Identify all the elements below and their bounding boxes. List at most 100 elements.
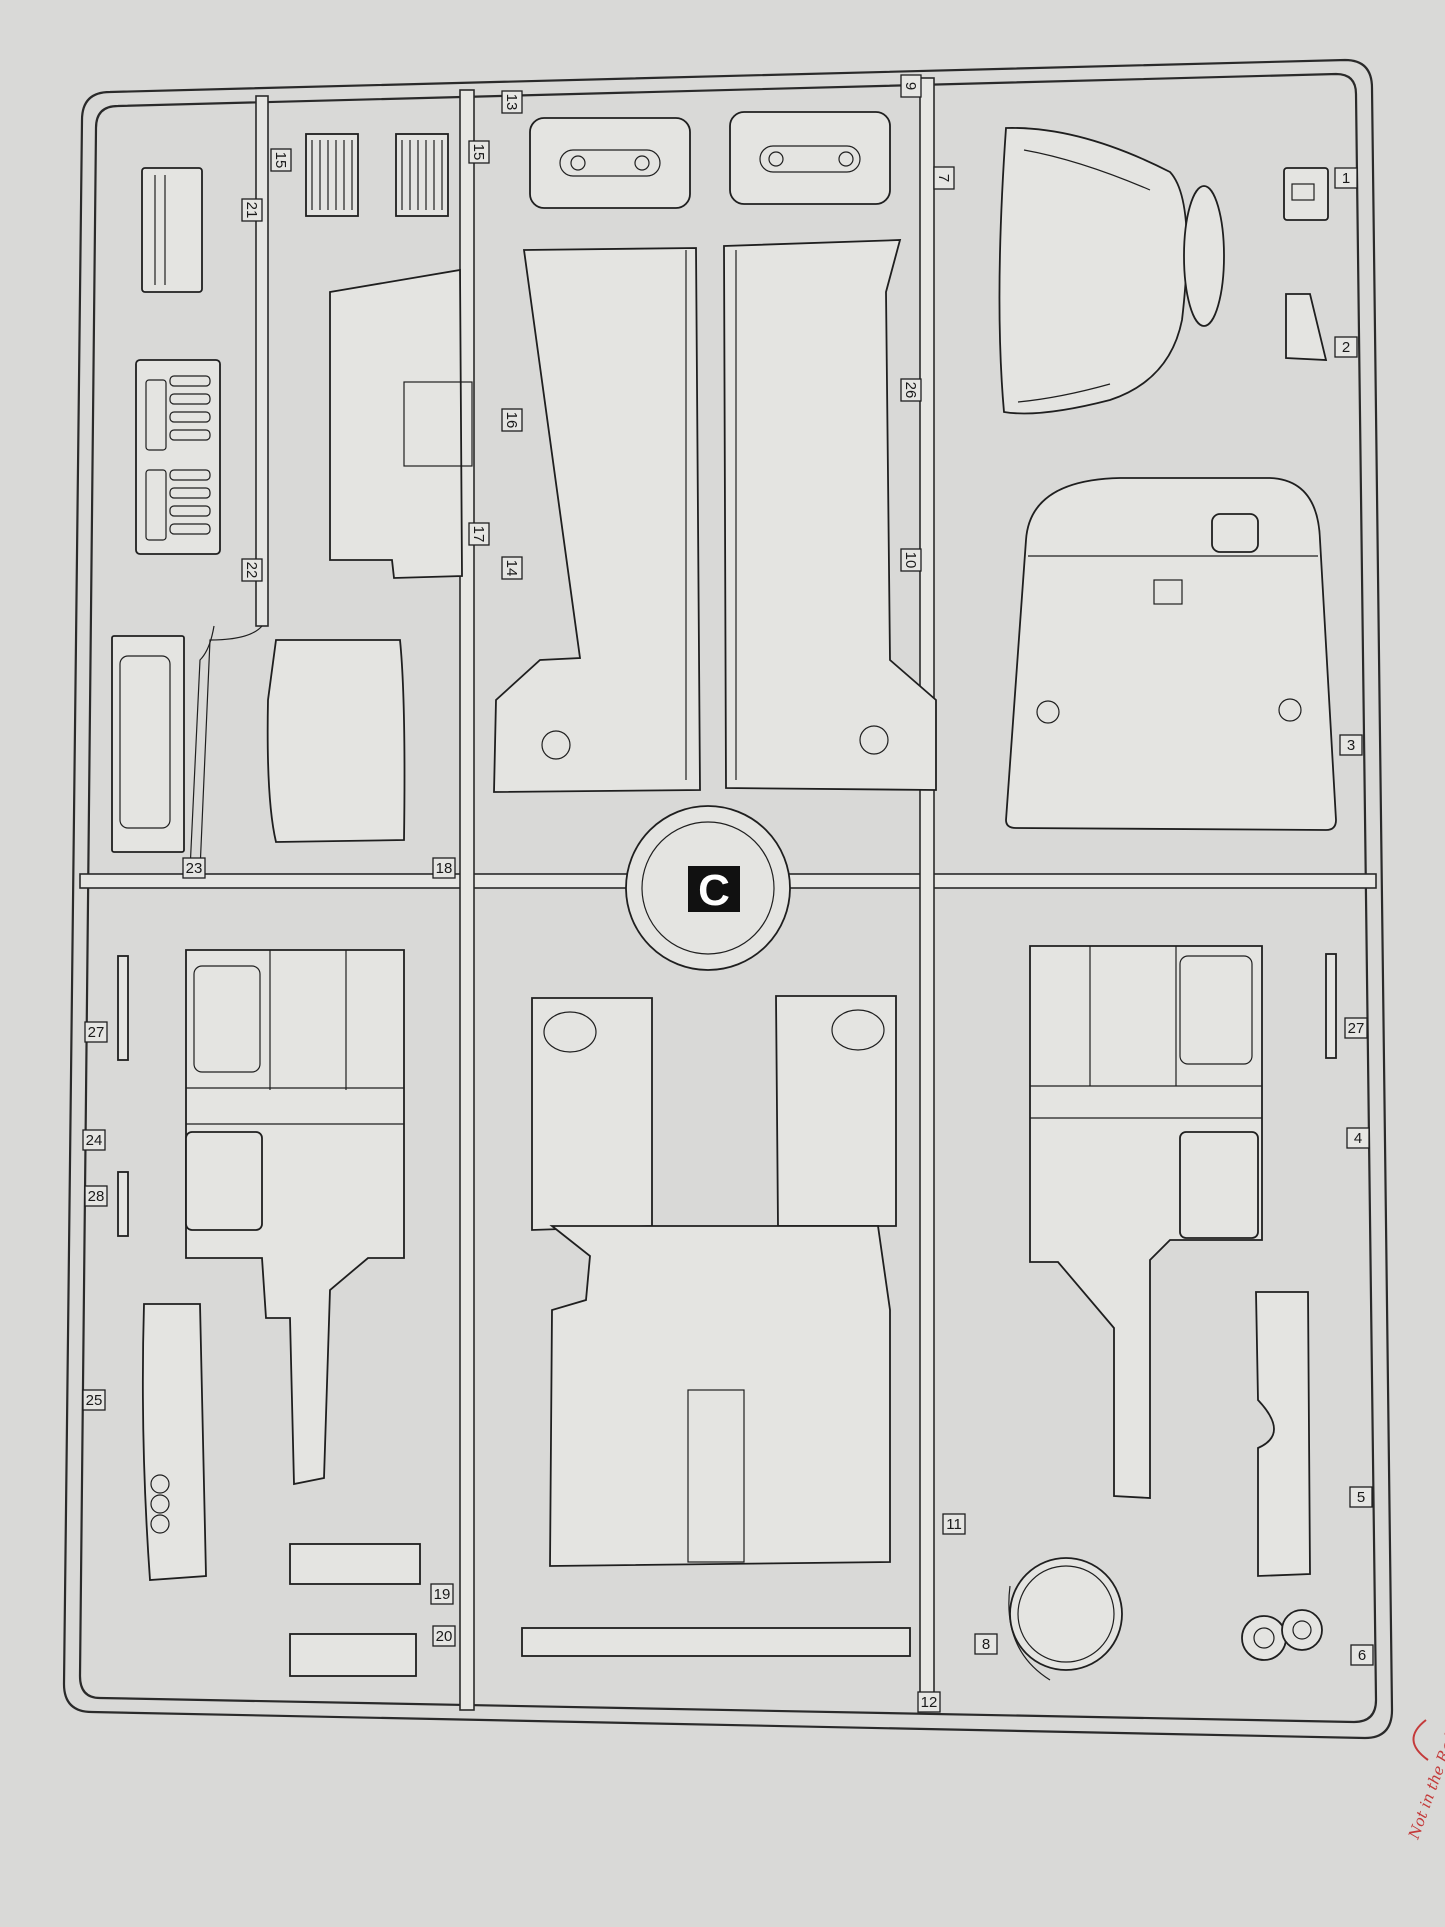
part-24-window [185, 1131, 263, 1231]
part-number-tag-box [241, 558, 263, 582]
part-24-door-left [185, 949, 405, 1486]
part-number-tag-box [468, 522, 490, 546]
part-number-tag-box [1334, 336, 1358, 358]
sprue-letter-badge [688, 866, 740, 912]
part-3-box [1211, 513, 1259, 553]
part-number-label: 4 [1354, 1130, 1362, 1147]
part-number-tag-box [501, 408, 523, 432]
part-number-label: 22 [243, 562, 260, 579]
part-number-label: 17 [470, 526, 487, 543]
part-12-bar [521, 1627, 911, 1657]
part-number-tag-box [430, 1583, 454, 1605]
part-11-floorpan [549, 1225, 891, 1567]
part-number-tag-box [1334, 167, 1358, 189]
part-number-tag-box [942, 1513, 966, 1535]
part-number-tag-box [501, 90, 523, 114]
part-number-tag: 2 [1334, 336, 1358, 358]
part-number-tag-box [182, 857, 206, 879]
part-18-plate [266, 639, 406, 843]
parts-upper-right [998, 127, 1337, 831]
part-number-label: 24 [86, 1132, 103, 1149]
signature-stamp: Not in the Rad [1405, 1719, 1445, 1842]
part-16-17-panel [329, 268, 463, 579]
sprue-frame-inner [78, 72, 1378, 1724]
part-7-seat-shell [998, 127, 1188, 415]
part-6-hub-a [1241, 1615, 1287, 1661]
part-number-label: 19 [434, 1586, 451, 1603]
part-number-label: 16 [503, 412, 520, 429]
part-number-tag-box [241, 198, 263, 222]
part-number-tag-box [432, 1625, 456, 1647]
part-3-rear-panel [1005, 477, 1337, 831]
part-1 [1283, 167, 1329, 221]
part-number-tag: 25 [82, 1389, 106, 1411]
part-number-tag: 13 [501, 90, 523, 114]
part-21 [141, 167, 203, 293]
part-number-tag: 5 [1349, 1486, 1373, 1508]
part-27-left [117, 955, 129, 1061]
part-number-label: 8 [982, 1636, 990, 1653]
part-number-tag-box [84, 1185, 108, 1207]
part-number-tag: 16 [501, 408, 523, 432]
part-number-tag: 21 [241, 198, 263, 222]
part-number-label: 27 [88, 1024, 105, 1041]
part-number-tag: 26 [900, 378, 922, 402]
parts-upper-left [111, 133, 473, 853]
part-number-tag: 11 [942, 1513, 966, 1535]
part-number-tag: 10 [900, 548, 922, 572]
part-4-window [1179, 1131, 1259, 1239]
part-number-label: 27 [1348, 1020, 1365, 1037]
part-number-label: 26 [902, 382, 919, 399]
part-number-tag-box [1350, 1644, 1374, 1666]
runner-vertical-right [919, 77, 935, 1709]
part-number-label: 11 [946, 1516, 962, 1533]
part-9-plate [729, 111, 891, 205]
part-number-label: 12 [921, 1694, 938, 1711]
runner-branch-left [199, 625, 263, 871]
part-number-tag-box [1344, 1017, 1368, 1039]
part-number-tag: 19 [430, 1583, 454, 1605]
part-23 [111, 635, 185, 853]
part-number-tag: 6 [1350, 1644, 1374, 1666]
part-number-label: 7 [935, 174, 952, 182]
part-number-label: 13 [503, 94, 520, 111]
part-number-label: 14 [503, 560, 520, 577]
part-number-tag-box [1349, 1486, 1373, 1508]
part-number-tag: 3 [1339, 734, 1363, 756]
part-number-tag: 23 [182, 857, 206, 879]
part-number-tag-box [917, 1691, 941, 1713]
part-14-floor-left [493, 247, 701, 793]
part-25 [141, 1303, 207, 1581]
part-15b-grille [395, 133, 449, 217]
part-number-tag: 27 [1344, 1017, 1368, 1039]
part-number-tag-box [84, 1021, 108, 1043]
part-number-tag: 4 [1346, 1127, 1370, 1149]
part-13-plate [529, 117, 691, 209]
part-number-tag-box [900, 378, 922, 402]
parts-lower-left [117, 949, 421, 1677]
part-side-left [531, 997, 653, 1231]
part-number-tag-box [468, 140, 490, 164]
parts-lower-right [1008, 945, 1337, 1681]
hub-inner-ring [641, 821, 775, 955]
part-number-label: 3 [1347, 737, 1355, 754]
part-28 [117, 1171, 129, 1237]
part-number-tag: 27 [84, 1021, 108, 1043]
part-number-tag-box [432, 857, 456, 879]
part-number-tag: 9 [900, 74, 922, 98]
sprue-letter-hub: C [625, 805, 791, 971]
part-number-label: 6 [1358, 1647, 1366, 1664]
part-2 [1285, 293, 1328, 361]
part-number-label: 15 [272, 152, 289, 169]
part-number-label: 1 [1342, 170, 1350, 187]
part-number-label: 10 [902, 552, 919, 569]
part-number-tag: 22 [241, 558, 263, 582]
part-number-tag: 28 [84, 1185, 108, 1207]
part-number-tag-box [1339, 734, 1363, 756]
part-number-tag: 18 [432, 857, 456, 879]
part-6-hub-b [1281, 1609, 1323, 1651]
parts-upper-center [493, 111, 937, 793]
